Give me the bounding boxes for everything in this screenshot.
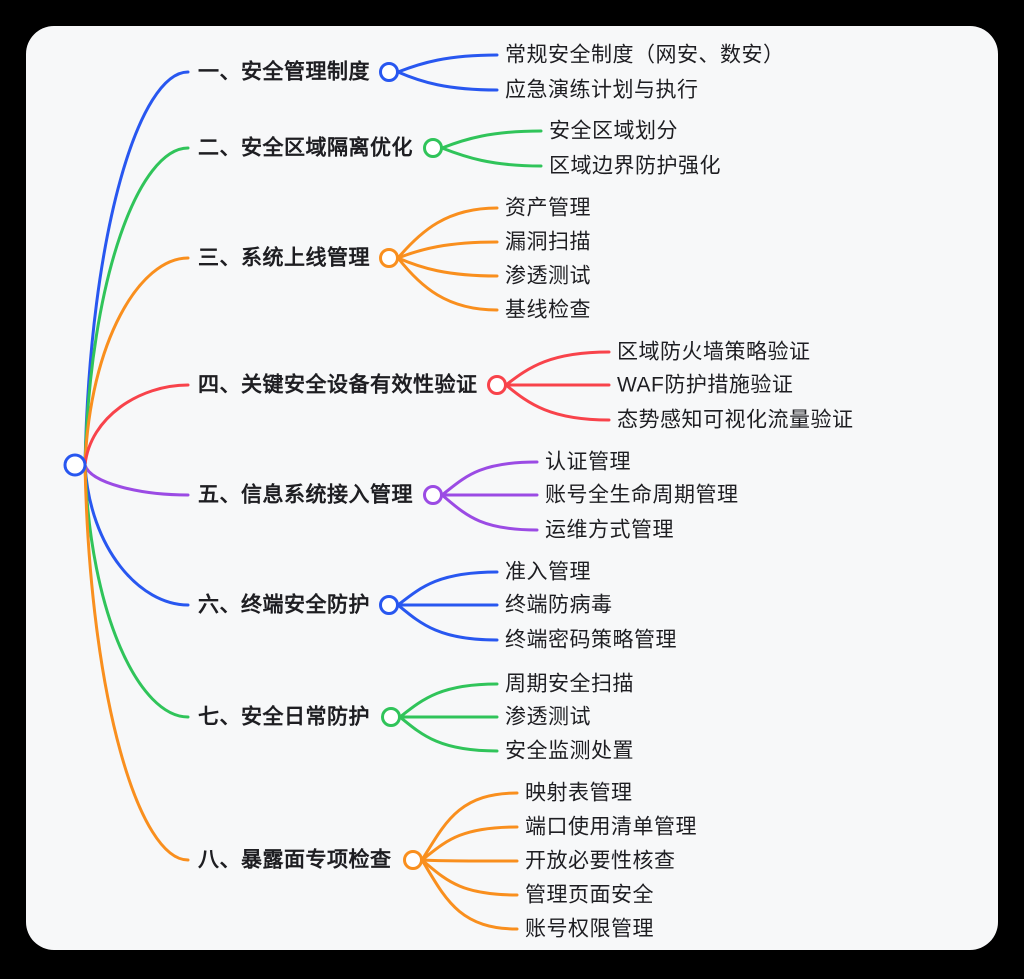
child-label-3-1[interactable]: 资产管理 bbox=[505, 196, 591, 220]
child-label-8-3[interactable]: 开放必要性核查 bbox=[525, 849, 676, 873]
child-label-2-2[interactable]: 区域边界防护强化 bbox=[549, 154, 721, 178]
child-label-1-1[interactable]: 常规安全制度（网安、数安） bbox=[505, 43, 785, 67]
child-label-2-1[interactable]: 安全区域划分 bbox=[549, 119, 678, 143]
child-label-3-4[interactable]: 基线检查 bbox=[505, 298, 591, 322]
child-label-5-3[interactable]: 运维方式管理 bbox=[545, 518, 674, 542]
child-label-5-1[interactable]: 认证管理 bbox=[545, 450, 631, 474]
child-label-8-1[interactable]: 映射表管理 bbox=[525, 781, 633, 805]
branch-label-6[interactable]: 六、终端安全防护 bbox=[198, 593, 370, 617]
child-label-5-2[interactable]: 账号全生命周期管理 bbox=[545, 483, 739, 507]
child-label-8-5[interactable]: 账号权限管理 bbox=[525, 917, 654, 941]
child-label-4-2[interactable]: WAF防护措施验证 bbox=[617, 373, 794, 397]
child-label-8-4[interactable]: 管理页面安全 bbox=[525, 883, 654, 907]
child-label-4-3[interactable]: 态势感知可视化流量验证 bbox=[617, 408, 854, 432]
child-label-7-2[interactable]: 渗透测试 bbox=[505, 705, 591, 729]
child-label-7-1[interactable]: 周期安全扫描 bbox=[505, 672, 634, 696]
branch-label-8[interactable]: 八、暴露面专项检查 bbox=[198, 848, 392, 872]
child-label-3-3[interactable]: 渗透测试 bbox=[505, 264, 591, 288]
child-label-8-2[interactable]: 端口使用清单管理 bbox=[525, 815, 697, 839]
branch-label-5[interactable]: 五、信息系统接入管理 bbox=[198, 483, 413, 507]
child-label-1-2[interactable]: 应急演练计划与执行 bbox=[505, 78, 699, 102]
branch-label-1[interactable]: 一、安全管理制度 bbox=[198, 60, 370, 84]
child-label-3-2[interactable]: 漏洞扫描 bbox=[505, 230, 591, 254]
branch-label-4[interactable]: 四、关键安全设备有效性验证 bbox=[198, 373, 478, 397]
child-label-6-1[interactable]: 准入管理 bbox=[505, 560, 591, 584]
branch-label-7[interactable]: 七、安全日常防护 bbox=[198, 705, 370, 729]
child-label-4-1[interactable]: 区域防火墙策略验证 bbox=[617, 340, 811, 364]
child-label-7-3[interactable]: 安全监测处置 bbox=[505, 739, 634, 763]
child-label-6-2[interactable]: 终端防病毒 bbox=[505, 593, 613, 617]
branch-label-3[interactable]: 三、系统上线管理 bbox=[198, 246, 370, 270]
child-label-6-3[interactable]: 终端密码策略管理 bbox=[505, 628, 677, 652]
branch-label-2[interactable]: 二、安全区域隔离优化 bbox=[198, 136, 413, 160]
mindmap-canvas bbox=[26, 26, 998, 950]
